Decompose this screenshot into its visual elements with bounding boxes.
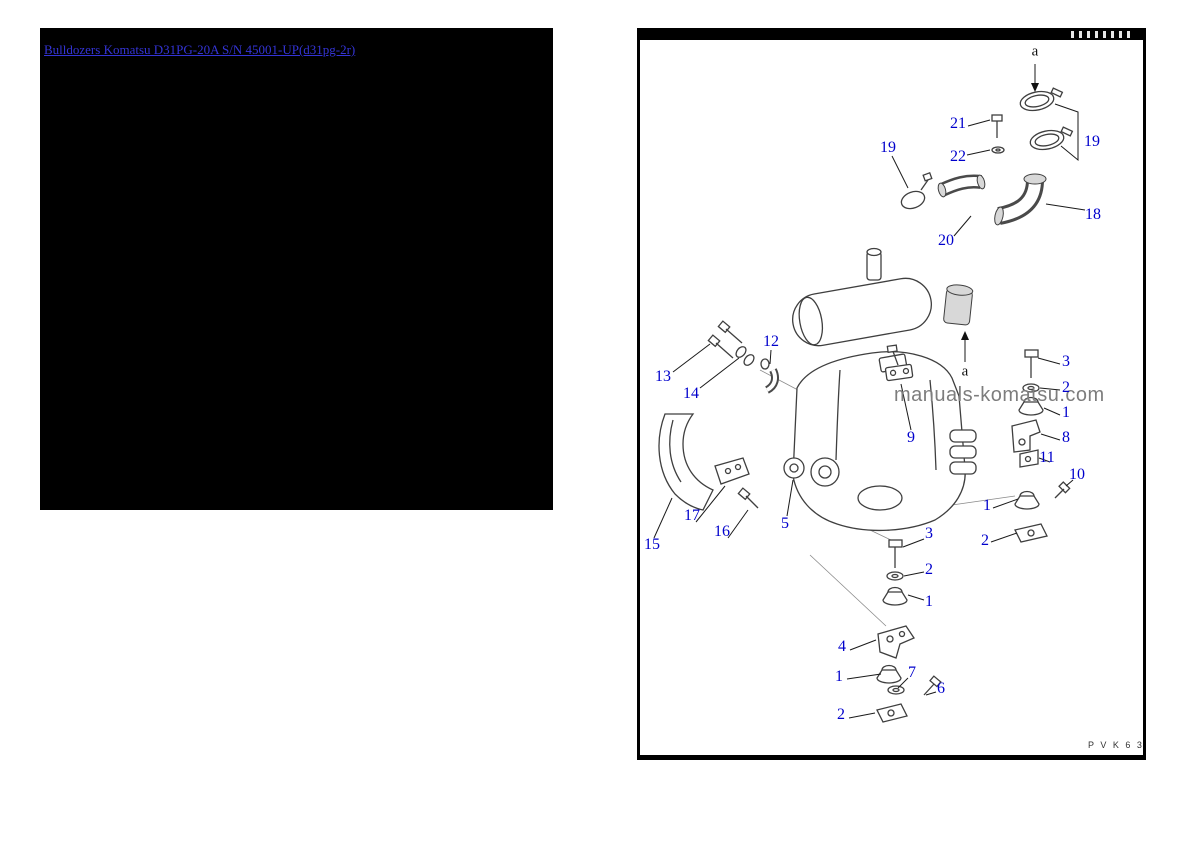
- plate-code: P V K 6 3 7 8: [1088, 740, 1143, 750]
- parts-diagram-art: [653, 64, 1086, 723]
- washer-7: [887, 685, 905, 695]
- bracket-4: [877, 625, 915, 659]
- plate-17: [714, 457, 750, 485]
- construction-lines: [759, 369, 1016, 627]
- hose-clamp-mid: [1029, 126, 1074, 151]
- callout-11: 11: [1039, 449, 1055, 466]
- cushion-1-right-lower: [1014, 490, 1040, 510]
- cushion-1-right: [1018, 396, 1044, 416]
- bracket-9: [884, 344, 914, 382]
- watermark: manuals-komatsu.com: [894, 384, 1105, 406]
- bolt-3-right: [1024, 349, 1039, 378]
- hose-clamp-top: [1019, 87, 1064, 112]
- hose-clamp-left: [900, 171, 933, 210]
- callout-6: 6: [937, 680, 945, 697]
- callout-22: 22: [950, 148, 966, 165]
- view-arrow-mid: [961, 331, 969, 362]
- callout-2: 2: [1062, 379, 1070, 396]
- bolt-cluster-13: [707, 320, 743, 359]
- washer-2-center: [886, 571, 904, 581]
- callout-2: 2: [925, 561, 933, 578]
- tube-12: [760, 358, 779, 394]
- callout-1: 1: [835, 668, 843, 685]
- washer-22: [991, 146, 1005, 154]
- callout-10: 10: [1069, 466, 1085, 483]
- belt-guard-15: [658, 413, 714, 511]
- breadcrumb-link[interactable]: Bulldozers Komatsu D31PG-20A S/N 45001-U…: [44, 42, 356, 57]
- callout-15: 15: [644, 536, 660, 553]
- bolt-21: [991, 114, 1003, 138]
- callout-19: 19: [880, 139, 896, 156]
- registration-marks: [1071, 31, 1130, 38]
- cushion-1-center: [882, 586, 908, 606]
- callout-1: 1: [925, 593, 933, 610]
- callout-3: 3: [925, 525, 933, 542]
- bolt-6: [923, 675, 942, 696]
- callout-2: 2: [981, 532, 989, 549]
- callout-7: 7: [908, 664, 916, 681]
- washer-5: [783, 457, 805, 479]
- leader-lines: [653, 119, 1086, 719]
- callout-1: 1: [983, 497, 991, 514]
- intake-elbow: [994, 173, 1047, 226]
- plate-2-right-lower: [1014, 523, 1048, 543]
- clamp-bracket-lines: [1054, 103, 1079, 162]
- muffler: [792, 277, 932, 347]
- washers-14: [735, 346, 755, 366]
- view-arrow-top: [1031, 64, 1039, 92]
- view-label-a: a: [1031, 43, 1039, 60]
- bracket-11: [1019, 449, 1039, 468]
- callout-18: 18: [1085, 206, 1101, 223]
- cushion-1-bottom: [876, 664, 902, 684]
- left-black-panel: Bulldozers Komatsu D31PG-20A S/N 45001-U…: [40, 28, 553, 510]
- callout-8: 8: [1062, 429, 1070, 446]
- callout-2: 2: [837, 706, 845, 723]
- engine-block: [792, 351, 977, 532]
- diagram-frame: manuals-komatsu.com P V K 6 3 7 8 a21192…: [637, 28, 1146, 760]
- intake-hose: [937, 174, 986, 198]
- callout-16: 16: [714, 523, 730, 540]
- bolt-16: [737, 487, 759, 509]
- bolt-3-center: [888, 539, 903, 568]
- callout-4: 4: [838, 638, 846, 655]
- plate-2-bottom: [876, 703, 908, 723]
- callout-21: 21: [950, 115, 966, 132]
- view-label-a: a: [961, 363, 969, 380]
- air-inlet-stub: [943, 284, 974, 326]
- callout-3: 3: [1062, 353, 1070, 370]
- callout-1: 1: [1062, 404, 1070, 421]
- callout-13: 13: [655, 368, 671, 385]
- callout-19: 19: [1084, 133, 1100, 150]
- bracket-8: [1011, 419, 1041, 453]
- callout-9: 9: [907, 429, 915, 446]
- callout-20: 20: [938, 232, 954, 249]
- callout-17: 17: [684, 507, 700, 524]
- diagram-canvas: manuals-komatsu.com P V K 6 3 7 8 a21192…: [640, 40, 1143, 755]
- exhaust-stub: [866, 247, 882, 281]
- callout-12: 12: [763, 333, 779, 350]
- callout-5: 5: [781, 515, 789, 532]
- callout-14: 14: [683, 385, 699, 402]
- washer-2-right: [1022, 383, 1040, 393]
